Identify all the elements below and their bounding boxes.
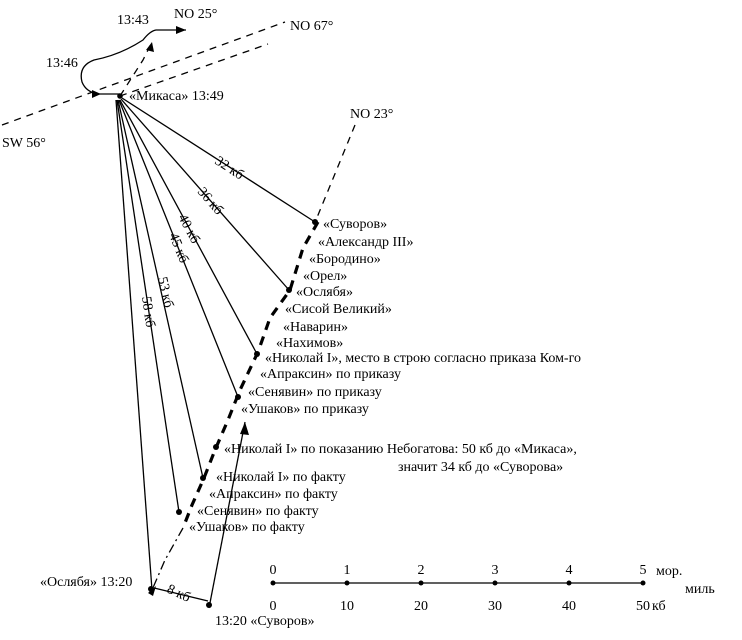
marker-nikolai-fact [200, 475, 206, 481]
ship-label-5: «Сисой Великий» [285, 302, 392, 317]
marker-suvorov [312, 219, 318, 225]
scale-kb-label-4: 40 [562, 599, 576, 614]
scale-kb-label-0: 0 [270, 599, 277, 614]
fact-position-labels: «Николай I» по факту «Апраксин» по факту… [189, 470, 346, 535]
scale-unit-kb: кб [652, 599, 666, 614]
marker-ushakov-fact [176, 509, 182, 515]
ship-label-6: «Наварин» [283, 320, 348, 335]
russian-column-dashdot [151, 527, 184, 591]
mikasa-track-arrow-2 [92, 90, 101, 98]
scale-mile-label-3: 3 [492, 563, 499, 578]
mikasa-position-dash [119, 43, 269, 97]
range-label-58: 58 кб [138, 295, 157, 328]
fact-label-3: «Ушаков» по факту [189, 520, 305, 535]
mikasa-track-arrow [176, 26, 186, 34]
range-line-32 [121, 97, 316, 223]
course-line-no23 [315, 124, 356, 221]
marker-suvorov-1320 [206, 602, 212, 608]
oslyabya-1320-label: «Ослябя» 13:20 [40, 575, 132, 590]
ship-label-4: «Ослябя» [296, 285, 353, 300]
scale-tick-3 [492, 580, 498, 586]
scale-mile-label-2: 2 [418, 563, 425, 578]
time-1346: 13:46 [46, 56, 78, 71]
scale-bar: 0 0 1 10 2 20 3 30 4 40 5 50 мор. миль кб [270, 563, 715, 614]
range-lines [115, 97, 316, 591]
gap-line-8kb [149, 586, 209, 602]
scale-tick-2 [418, 580, 424, 586]
japanese-course [1, 21, 286, 126]
scale-unit-mor: мор. [656, 564, 682, 579]
fact-label-0: «Николай I» по факту [216, 470, 346, 485]
scale-kb-label-2: 20 [414, 599, 428, 614]
range-line-53 [117, 99, 204, 479]
range-label-32: 32 кб [212, 154, 246, 184]
nebogatov-arrow-line [208, 421, 246, 609]
scale-mile-label-1: 1 [344, 563, 351, 578]
scale-unit-mil: миль [685, 582, 715, 597]
ship-label-2: «Бородино» [309, 252, 381, 267]
ship-label-9: «Апраксин» по приказу [260, 367, 401, 382]
ship-label-8: «Николай I», место в строю согласно прик… [265, 351, 581, 366]
ship-label-10: «Сенявин» по приказу [248, 385, 382, 400]
russian-course [148, 124, 356, 609]
scale-mile-label-0: 0 [270, 563, 277, 578]
nebogatov-note-line2: значит 34 кб до «Суворова» [398, 460, 563, 475]
ship-label-7: «Нахимов» [276, 336, 343, 351]
nebogatov-arrow-head [240, 422, 249, 435]
time-1343: 13:43 [117, 13, 149, 28]
gap-label-8kb: 8 кб [164, 582, 192, 606]
mikasa-track [80, 29, 186, 95]
scale-tick-4 [566, 580, 572, 586]
range-line-58 [116, 99, 180, 513]
range-label-53: 53 кб [154, 276, 176, 310]
range-line-40 [119, 99, 258, 355]
scale-kb-label-1: 10 [340, 599, 354, 614]
range-line-45 [118, 99, 239, 398]
course-line-no67 [1, 21, 286, 126]
fact-label-1: «Апраксин» по факту [209, 487, 338, 502]
marker-nikolai-order [254, 351, 260, 357]
marker-nikolai-neb [213, 444, 219, 450]
range-line-oslyabya [115, 99, 153, 591]
heading-no23: NO 23° [350, 107, 393, 122]
russian-column-labels: «Суворов» «Александр III» «Бородино» «Ор… [241, 217, 581, 417]
heading-sw56: SW 56° [2, 136, 46, 151]
ship-markers [117, 93, 318, 608]
ship-label-0: «Суворов» [323, 217, 387, 232]
mikasa-label: «Микаса» 13:49 [129, 89, 224, 104]
ship-label-1: «Александр III» [318, 235, 413, 250]
range-line-36 [120, 98, 290, 291]
fact-label-2: «Сенявин» по факту [197, 504, 319, 519]
ship-label-11: «Ушаков» по приказу [241, 402, 369, 417]
scale-tick-0 [270, 580, 276, 586]
scale-tick-1 [344, 580, 350, 586]
scale-kb-label-3: 30 [488, 599, 502, 614]
scale-tick-5 [640, 580, 646, 586]
russian-column-line [181, 221, 320, 529]
marker-oslyabya [286, 287, 292, 293]
nebogatov-note-line1: «Николай I» по показанию Небогатова: 50 … [224, 442, 577, 457]
scale-mile-label-4: 4 [566, 563, 573, 578]
scale-kb-label-5: 50 [636, 599, 650, 614]
marker-oslyabya-1320 [148, 586, 154, 592]
mikasa-dash-arrow [146, 42, 154, 52]
marker-ushakov-order [235, 394, 241, 400]
scale-ticks: 0 0 1 10 2 20 3 30 4 40 5 50 [270, 563, 651, 614]
marker-mikasa [117, 93, 123, 99]
ship-label-3: «Орел» [303, 269, 347, 284]
scale-mile-label-5: 5 [640, 563, 647, 578]
suvorov-1320-label: 13:20 «Суворов» [215, 614, 315, 629]
heading-no67: NO 67° [290, 19, 333, 34]
heading-no25: NO 25° [174, 7, 217, 22]
